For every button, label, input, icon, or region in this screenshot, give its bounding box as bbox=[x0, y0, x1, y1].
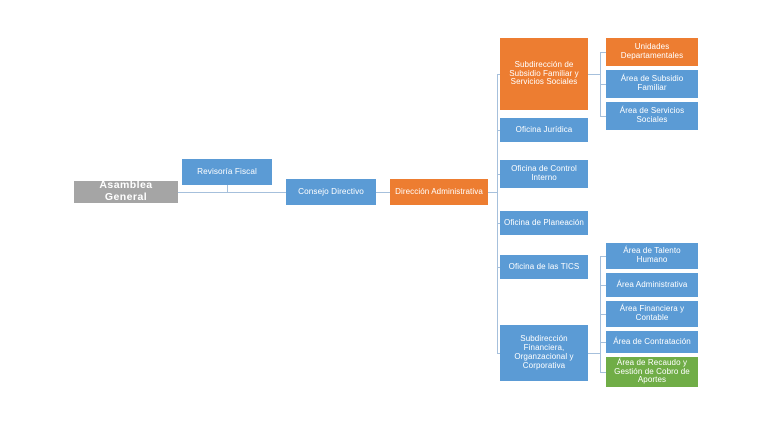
node-oficina-tics[interactable]: Oficina de las TICS bbox=[500, 255, 588, 279]
connector-stub-control bbox=[497, 174, 501, 175]
connector-stub-talento bbox=[600, 256, 607, 257]
node-area-subsidio-familiar[interactable]: Área de Subsidio Familiar bbox=[606, 70, 698, 98]
node-area-recaudo-gestion-cobro[interactable]: Área de Recaudo y Gestión de Cobro de Ap… bbox=[606, 357, 698, 387]
connector-stub-sub-subsidio bbox=[497, 74, 501, 75]
connector-stub-tics bbox=[497, 267, 501, 268]
node-unidades-departamentales[interactable]: Unidades Departamentales bbox=[606, 38, 698, 66]
node-area-administrativa[interactable]: Área Administrativa bbox=[606, 273, 698, 297]
node-area-talento-humano[interactable]: Área de Talento Humano bbox=[606, 243, 698, 269]
connector-trunk-main bbox=[497, 74, 498, 353]
connector-stub-juridica bbox=[497, 130, 501, 131]
connector-stub-area-subsidio bbox=[600, 84, 607, 85]
node-oficina-planeacion[interactable]: Oficina de Planeación bbox=[500, 211, 588, 235]
node-area-financiera-contable[interactable]: Área Financiera y Contable bbox=[606, 301, 698, 327]
node-subdireccion-financiera[interactable]: Subdirección Financiera, Organzacional y… bbox=[500, 325, 588, 381]
node-revisoria-fiscal[interactable]: Revisoría Fiscal bbox=[182, 159, 272, 185]
node-direccion-administrativa[interactable]: Dirección Administrativa bbox=[390, 179, 488, 205]
connector-financiera-subtrunk bbox=[588, 353, 601, 354]
connector-stub-unidades bbox=[600, 52, 607, 53]
connector-stub-planeacion bbox=[497, 223, 501, 224]
connector-stub-contratacion bbox=[600, 342, 607, 343]
node-consejo-directivo[interactable]: Consejo Directivo bbox=[286, 179, 376, 205]
node-area-contratacion[interactable]: Área de Contratación bbox=[606, 331, 698, 353]
node-area-servicios-sociales[interactable]: Área de Servicios Sociales bbox=[606, 102, 698, 130]
connector-direccion-trunk bbox=[488, 192, 498, 193]
connector-stub-recaudo bbox=[600, 372, 607, 373]
connector-subsidio-subtrunk bbox=[588, 74, 601, 75]
node-oficina-juridica[interactable]: Oficina Jurídica bbox=[500, 118, 588, 142]
connector-revisoria-stub bbox=[227, 185, 228, 193]
node-subdireccion-subsidio-familiar[interactable]: Subdirección de Subsidio Familiar y Serv… bbox=[500, 38, 588, 110]
connector-stub-sub-financiera bbox=[497, 353, 501, 354]
node-oficina-control-interno[interactable]: Oficina de Control Interno bbox=[500, 160, 588, 188]
connector-stub-area-servicios bbox=[600, 116, 607, 117]
connector-consejo-direccion bbox=[376, 192, 391, 193]
connector-stub-administrativa bbox=[600, 285, 607, 286]
connector-stub-financiera-area bbox=[600, 314, 607, 315]
node-asamblea-general[interactable]: Asamblea General bbox=[74, 179, 178, 203]
connector-asamblea-consejo bbox=[178, 192, 288, 193]
